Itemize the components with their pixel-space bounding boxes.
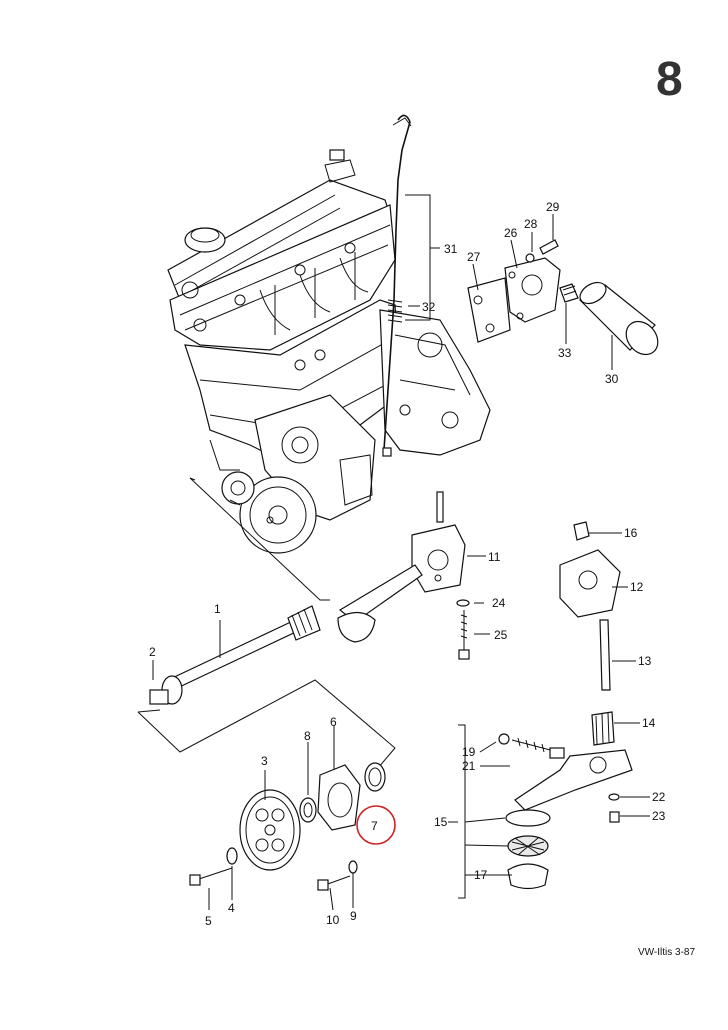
callout-26: 26 [504, 226, 518, 240]
callout-30: 30 [605, 372, 619, 386]
callout-9: 9 [350, 909, 357, 923]
callout-2: 2 [149, 645, 156, 659]
callout-13: 13 [638, 654, 652, 668]
callout-24: 24 [492, 596, 506, 610]
oil-filter-flange-group [467, 214, 659, 370]
callout-1: 1 [214, 602, 221, 616]
intermediate-shaft [137, 605, 396, 769]
callout-32: 32 [422, 300, 436, 314]
drive-sprocket-group [189, 726, 386, 911]
callout-8: 8 [304, 729, 311, 743]
callout-12: 12 [630, 580, 644, 594]
dipstick-assembly [382, 114, 440, 457]
oil-pump-assembly-lower [448, 521, 650, 899]
callout-28: 28 [524, 217, 538, 231]
callout-14: 14 [642, 716, 656, 730]
callout-16: 16 [624, 526, 638, 540]
callout-4: 4 [228, 901, 235, 915]
callout-6: 6 [330, 715, 337, 729]
engine-block-drawing [167, 149, 491, 601]
callout-5: 5 [205, 914, 212, 928]
callout-21: 21 [462, 759, 476, 773]
callout-31: 31 [444, 242, 458, 256]
callout-29: 29 [546, 200, 560, 214]
callout-11: 11 [488, 550, 501, 564]
page-number: 8 [656, 53, 683, 106]
callout-3: 3 [261, 754, 268, 768]
callout-10: 10 [326, 913, 340, 927]
callout-labels: 1 2 3 4 5 6 7 8 9 10 11 12 13 14 15 16 1… [149, 200, 666, 928]
callout-23: 23 [652, 809, 666, 823]
callout-27: 27 [467, 250, 481, 264]
callout-15: 15 [434, 815, 448, 829]
callout-17: 17 [474, 868, 488, 882]
callout-7: 7 [371, 819, 378, 833]
oil-pump-assembly-upper [337, 491, 490, 660]
callout-25: 25 [494, 628, 508, 642]
callout-33: 33 [558, 346, 572, 360]
footer-reference: VW-Iltis 3-87 [638, 947, 696, 958]
callout-19: 19 [462, 745, 476, 759]
highlight-circle [356, 805, 396, 845]
callout-22: 22 [652, 790, 666, 804]
